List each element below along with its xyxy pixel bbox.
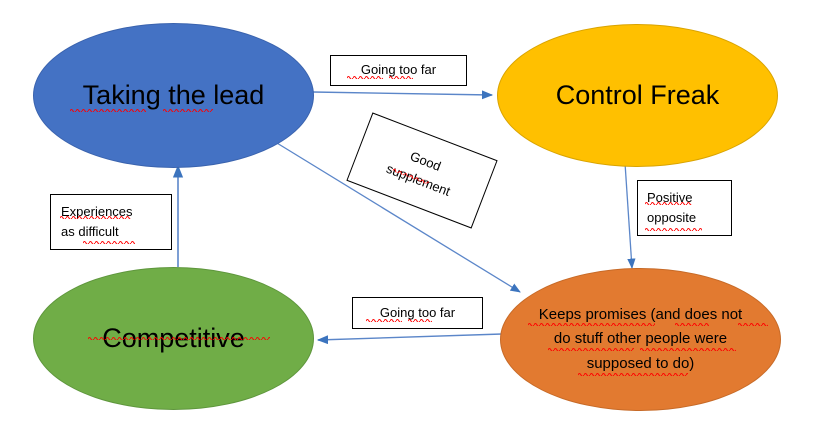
edge-label-going-too-far-top-text: Going too far xyxy=(360,62,437,78)
connector-control-freak-to-keeps-promises xyxy=(624,162,636,270)
edge-label-experiences-as-difficult-text: Experiences as difficult xyxy=(61,203,133,239)
node-taking-the-lead-label: Taking the lead xyxy=(82,80,265,111)
edge-label-positive-opposite[interactable]: Positive opposite xyxy=(637,180,732,236)
edge-label-experiences-as-difficult[interactable]: Experiences as difficult xyxy=(50,194,172,250)
connector-taking-the-lead-to-keeps-promises xyxy=(271,139,521,293)
node-control-freak-label: Control Freak xyxy=(555,80,720,111)
edge-label-going-too-far-bottom-text: Going too far xyxy=(379,304,456,320)
node-keeps-promises[interactable]: Keeps promises (and does not do stuff ot… xyxy=(500,268,781,411)
edge-label-going-too-far-top[interactable]: Going too far xyxy=(330,55,467,86)
node-taking-the-lead[interactable]: Taking the lead xyxy=(33,23,314,168)
edge-label-good-supplement-text: Good supplement xyxy=(384,148,453,199)
edge-label-going-too-far-bottom[interactable]: Going too far xyxy=(352,297,483,329)
node-keeps-promises-label: Keeps promises (and does not do stuff ot… xyxy=(538,306,743,372)
node-control-freak[interactable]: Control Freak xyxy=(497,24,778,167)
connector-taking-the-lead-to-control-freak xyxy=(312,90,494,100)
connector-keeps-promises-to-competitive xyxy=(316,333,503,345)
edge-label-positive-opposite-text: Positive opposite xyxy=(647,189,697,225)
node-competitive-label: Competitive xyxy=(102,323,245,354)
node-competitive[interactable]: Competitive xyxy=(33,267,314,410)
